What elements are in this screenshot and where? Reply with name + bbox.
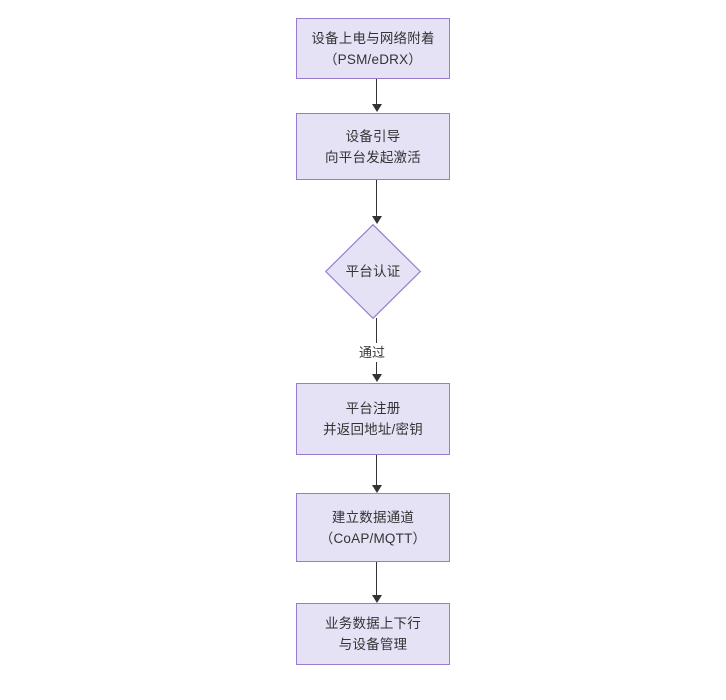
arrowhead-icon (372, 104, 382, 112)
edge-n2-n3 (372, 180, 382, 225)
edge-n4-n5 (372, 455, 382, 494)
edge-line (376, 562, 377, 596)
node-label-line2: （CoAP/MQTT） (319, 530, 427, 546)
arrowhead-icon (372, 485, 382, 493)
node-label-line2: 向平台发起激活 (325, 149, 421, 165)
node-establish-data-channel[interactable]: 建立数据通道 （CoAP/MQTT） (296, 493, 450, 562)
arrowhead-icon (372, 216, 382, 224)
arrowhead-icon (372, 374, 382, 382)
edge-n1-n2 (372, 78, 382, 113)
node-label-line1: 设备上电与网络附着 (311, 30, 435, 46)
node-label-line1: 业务数据上下行 (325, 616, 421, 631)
arrowhead-icon (372, 595, 382, 603)
diamond-shape (325, 224, 421, 319)
node-platform-authentication[interactable]: 平台认证 (325, 224, 421, 319)
node-device-power-on[interactable]: 设备上电与网络附着 （PSM/eDRX） (296, 18, 450, 79)
edge-line (376, 180, 377, 217)
edge-n5-n6 (372, 562, 382, 604)
node-label-line2: 与设备管理 (338, 637, 408, 652)
node-label-line2: 并返回地址/密钥 (323, 422, 423, 437)
node-label-line1: 建立数据通道 (331, 509, 415, 525)
node-business-data-and-device-management[interactable]: 业务数据上下行 与设备管理 (296, 603, 450, 665)
node-label-line1: 平台注册 (345, 401, 401, 416)
edge-line (376, 455, 377, 486)
edge-line (376, 78, 377, 105)
node-label-line1: 平台认证 (345, 263, 401, 279)
edge-label-pass: 通过 (356, 343, 389, 362)
node-label-line1: 设备引导 (345, 128, 401, 144)
node-platform-registration[interactable]: 平台注册 并返回地址/密钥 (296, 383, 450, 455)
node-label-line2: （PSM/eDRX） (323, 51, 423, 67)
node-device-bootstrap[interactable]: 设备引导 向平台发起激活 (296, 113, 450, 180)
